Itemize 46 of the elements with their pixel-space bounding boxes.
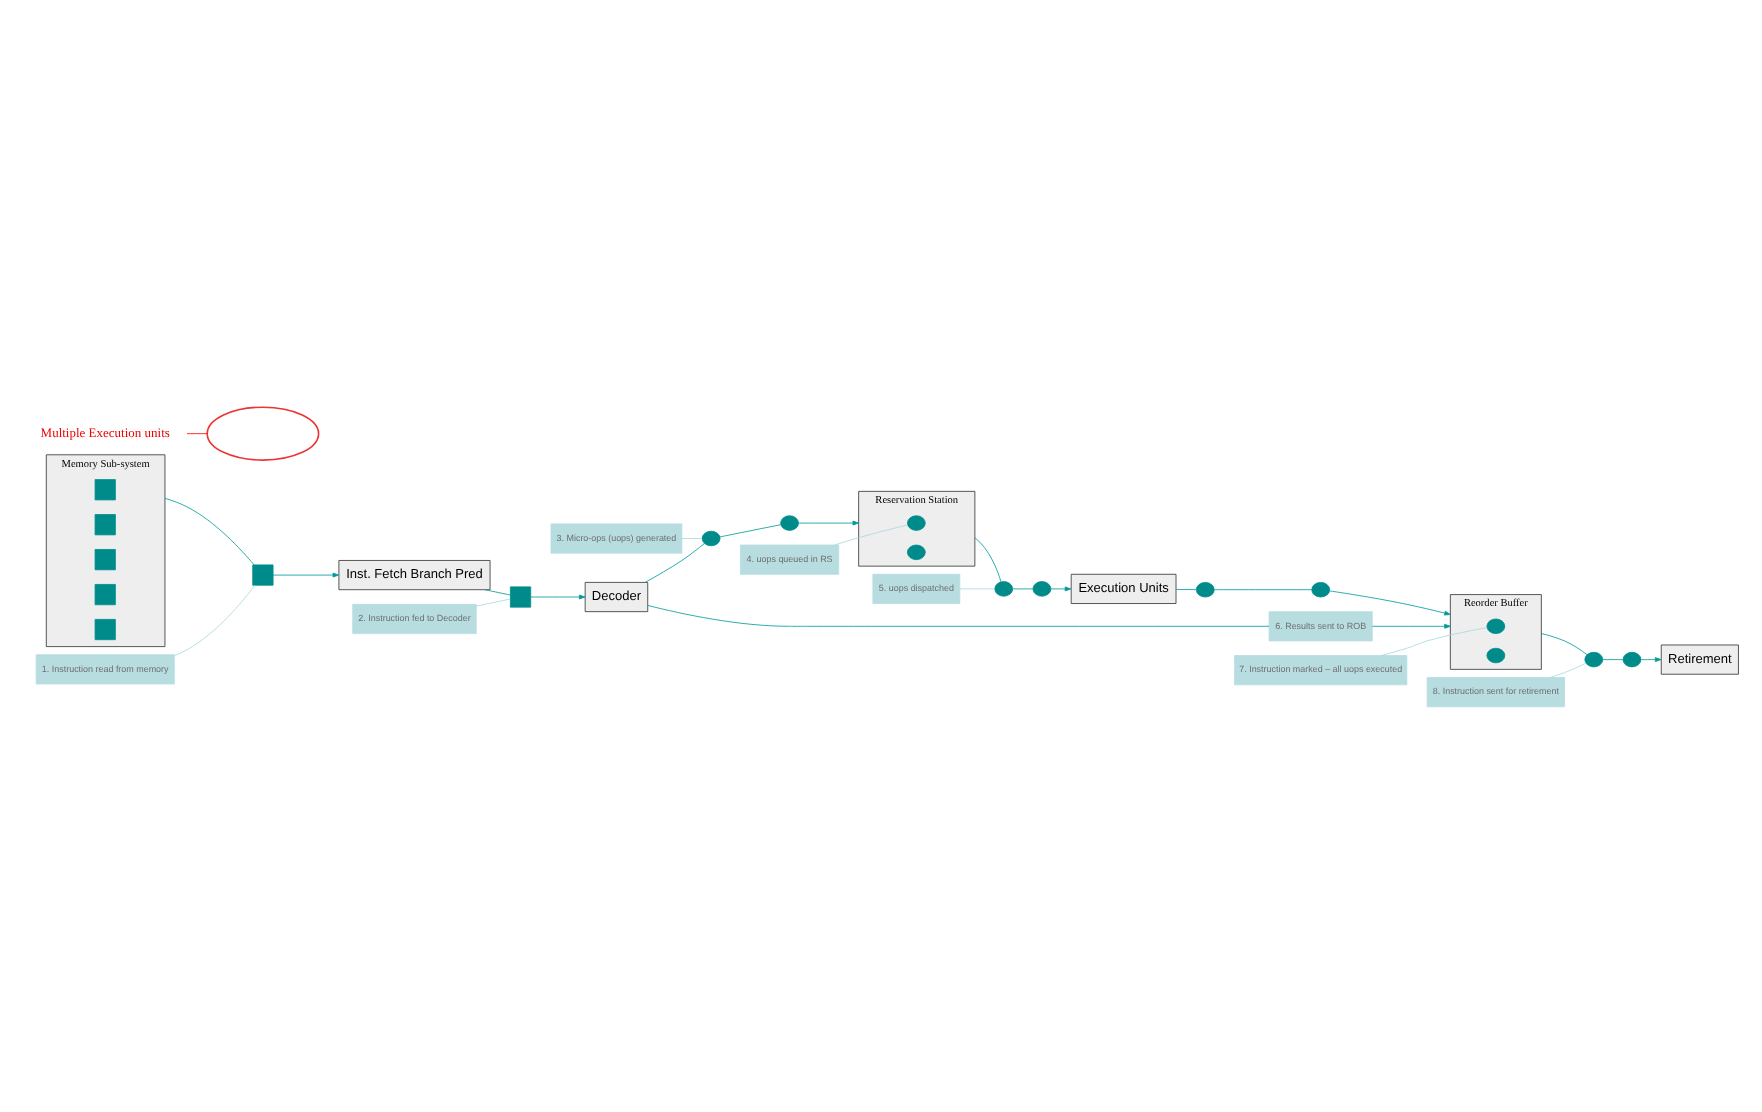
node-circle: [1584, 650, 1604, 667]
connector: [681, 537, 703, 538]
connector: [484, 588, 511, 595]
node-circle: [907, 543, 926, 560]
node-box: [94, 513, 116, 535]
connector: [959, 587, 996, 589]
connector: [1381, 626, 1488, 655]
node-box: [94, 617, 116, 640]
node-circle: [1486, 646, 1506, 663]
connector: [834, 523, 908, 545]
arrow: [1329, 589, 1451, 615]
node-box: [252, 563, 274, 585]
node-box: [94, 583, 116, 605]
arrow: [798, 519, 860, 525]
connector: [164, 496, 255, 565]
node-circle: [1311, 581, 1331, 597]
connector: [1602, 658, 1624, 659]
arrow: [1050, 585, 1072, 591]
arrow: [1640, 656, 1662, 661]
connector: [647, 604, 1270, 626]
connector: [1012, 587, 1034, 589]
connector: [173, 583, 256, 656]
connector: [475, 597, 511, 606]
node-box: [94, 548, 116, 570]
connector: [974, 536, 1002, 582]
node-box: [94, 478, 116, 500]
arrow: [272, 571, 340, 577]
node-circle: [1486, 617, 1506, 633]
node-circle: [206, 405, 320, 460]
connector: [186, 432, 208, 434]
connector: [1175, 588, 1197, 590]
node-circle: [780, 514, 799, 530]
node-circle: [1195, 581, 1215, 597]
arrow: [530, 593, 586, 599]
connector: [1550, 661, 1587, 677]
node-circle: [994, 580, 1014, 596]
connector: [1213, 588, 1312, 590]
connector: [644, 542, 705, 582]
arrow: [1372, 622, 1451, 628]
node-box: [510, 585, 532, 607]
connector: [1540, 632, 1588, 655]
node-circle: [1032, 580, 1052, 596]
node-circle: [907, 514, 926, 530]
node-circle: [701, 529, 721, 546]
connector: [719, 523, 782, 537]
node-circle: [1622, 650, 1642, 667]
